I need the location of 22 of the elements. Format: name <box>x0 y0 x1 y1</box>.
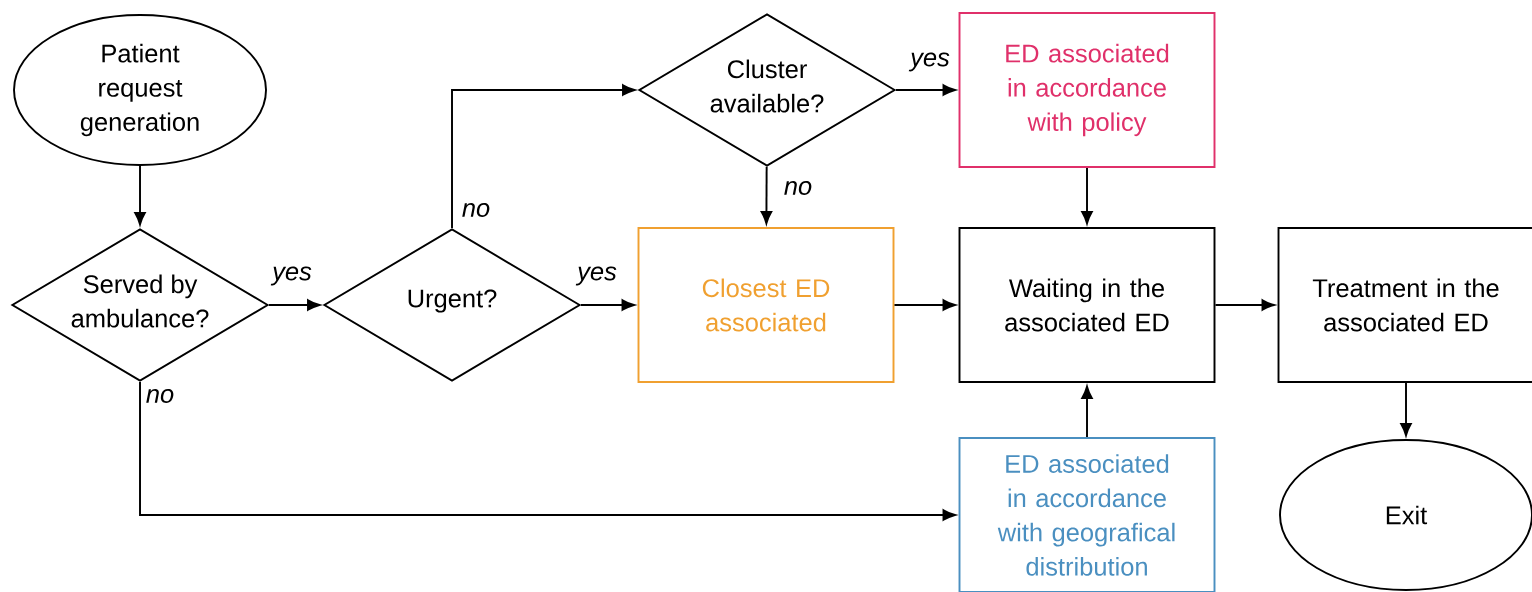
edge-label: yes <box>270 264 314 288</box>
arrow <box>1081 167 1093 225</box>
edge-label: yes <box>908 50 952 74</box>
arrow <box>139 381 956 521</box>
arrow <box>760 165 773 225</box>
process-box: Treatment in the associated ED <box>1277 227 1532 383</box>
arrow <box>893 299 956 311</box>
edge-label: no <box>144 387 176 405</box>
edge-label: no <box>460 201 492 219</box>
edge-label: no <box>782 179 814 197</box>
arrow <box>895 84 956 96</box>
arrow <box>1400 382 1412 437</box>
arrow <box>451 84 636 229</box>
process-box: Waiting in the associated ED <box>958 227 1216 383</box>
process-box: ED associated in accordance with geografical distribution <box>958 437 1216 592</box>
arrow <box>580 299 635 311</box>
arrow <box>268 299 321 311</box>
arrow <box>1081 385 1093 438</box>
process-box: Closest ED associated <box>637 227 895 383</box>
process-box: ED associated in accordance with policy <box>958 12 1216 168</box>
arrow <box>1214 299 1275 311</box>
arrow <box>134 165 146 226</box>
